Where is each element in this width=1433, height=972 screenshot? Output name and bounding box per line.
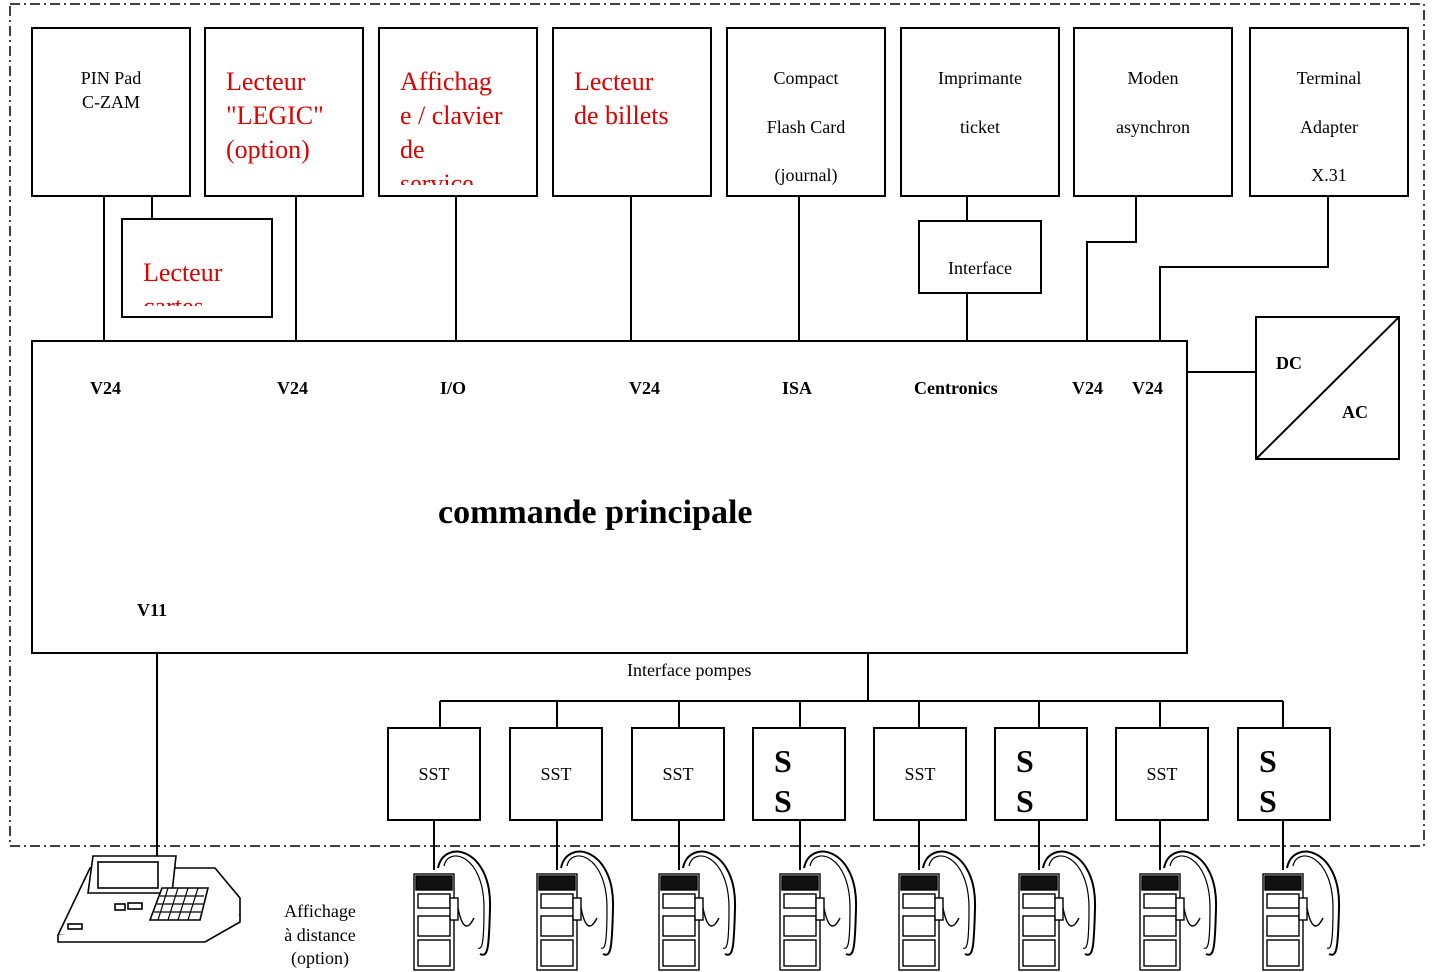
fuel-pump-icon	[1262, 850, 1341, 971]
remote-display-label-3: (option)	[291, 948, 349, 968]
port-io: I/O	[440, 378, 467, 398]
fuel-pump-icon	[779, 850, 858, 971]
cf-label-1: Compact	[773, 68, 839, 88]
port-isa: ISA	[782, 378, 813, 398]
sst-box-5: SST	[873, 727, 967, 821]
service-display-label-3: de	[400, 135, 425, 164]
sst-box-7: SST	[1115, 727, 1209, 821]
service-display-box: Affichag e / clavier de service	[378, 27, 538, 197]
sst-label: SST	[540, 764, 572, 784]
pinpad-label-2: C-ZAM	[82, 92, 140, 112]
terminal-adapter-box: Terminal Adapter X.31	[1249, 27, 1409, 197]
sst-label: S S	[1016, 743, 1034, 819]
sst-box-8: S S	[1237, 727, 1331, 821]
modem-box: Moden asynchron	[1073, 27, 1233, 197]
modem-label-1: Moden	[1127, 68, 1179, 88]
service-display-label-4: service	[400, 169, 474, 185]
ticket-reader-box: Lecteur de billets	[552, 27, 712, 197]
ta-label-2: Adapter	[1300, 117, 1358, 137]
cf-label-2: Flash Card	[766, 117, 846, 137]
port-v11: V11	[137, 600, 168, 620]
sst-label: SST	[1146, 764, 1178, 784]
sst-label: SST	[662, 764, 694, 784]
remote-terminal-icon	[56, 855, 241, 943]
main-controller-box: V24 V24 I/O V24 ISA Centronics V24 V24 c…	[31, 340, 1188, 654]
port-v24-1: V24	[90, 378, 121, 398]
printer-label-2: ticket	[960, 117, 1000, 137]
service-display-label-2: e / clavier	[400, 101, 503, 130]
service-display-label-1: Affichag	[400, 67, 492, 96]
legic-label-3: (option)	[226, 135, 310, 164]
legic-reader-box: Lecteur "LEGIC" (option)	[204, 27, 364, 197]
legic-label-2: "LEGIC"	[226, 101, 324, 130]
fuel-pump-icon	[898, 850, 977, 971]
port-v24-4: V24	[1072, 378, 1103, 398]
ta-label-1: Terminal	[1296, 68, 1362, 88]
ticket-reader-label-1: Lecteur	[574, 67, 654, 96]
port-centronics: Centronics	[914, 378, 998, 398]
legic-label-1: Lecteur	[226, 67, 306, 96]
fuel-pump-icon	[658, 850, 737, 971]
remote-display-label-2: à distance	[284, 925, 356, 945]
sst-label: S S	[774, 743, 792, 819]
port-v24-2: V24	[277, 378, 308, 398]
card-reader-label-1: Lecteur	[143, 258, 223, 287]
fuel-pump-icon	[536, 850, 615, 971]
sst-label: SST	[904, 764, 936, 784]
ta-label-3: X.31	[1311, 165, 1347, 185]
compact-flash-box: Compact Flash Card (journal)	[726, 27, 886, 197]
power-ac-label: AC	[1342, 402, 1368, 422]
modem-label-2: asynchron	[1116, 117, 1190, 137]
port-v24-5: V24	[1132, 378, 1163, 398]
pinpad-box: PIN Pad C-ZAM	[31, 27, 191, 197]
fuel-pump-icon	[1018, 850, 1097, 971]
card-reader-label-2: cartes	[143, 290, 204, 306]
system-boundary	[9, 3, 1425, 847]
printer-label-1: Imprimante	[938, 68, 1022, 88]
sst-label: SST	[418, 764, 450, 784]
sst-box-3: SST	[631, 727, 725, 821]
sst-box-4: S S	[752, 727, 846, 821]
power-dc-label: DC	[1276, 353, 1302, 373]
sst-box-1: SST	[387, 727, 481, 821]
card-reader-box: Lecteur cartes	[121, 218, 273, 318]
remote-display-label-1: Affichage	[284, 901, 356, 921]
sst-label: S S	[1259, 743, 1277, 819]
cf-label-3: (journal)	[774, 165, 838, 185]
printer-interface-label: Interface	[948, 258, 1012, 278]
main-controller-title: commande principale	[438, 494, 753, 531]
connection-lines	[103, 196, 1329, 870]
printer-box: Imprimante ticket	[900, 27, 1060, 197]
sst-box-6: S S	[994, 727, 1088, 821]
fuel-pump-icon	[1139, 850, 1218, 971]
port-v24-3: V24	[629, 378, 660, 398]
fuel-pumps	[413, 850, 1341, 971]
ticket-reader-label-2: de billets	[574, 101, 669, 130]
pinpad-label-1: PIN Pad	[80, 68, 142, 88]
fuel-pump-icon	[413, 850, 492, 971]
pump-interface-label: Interface pompes	[627, 660, 752, 680]
sst-box-2: SST	[509, 727, 603, 821]
printer-interface-box: Interface	[918, 220, 1042, 294]
power-converter	[1255, 316, 1400, 460]
